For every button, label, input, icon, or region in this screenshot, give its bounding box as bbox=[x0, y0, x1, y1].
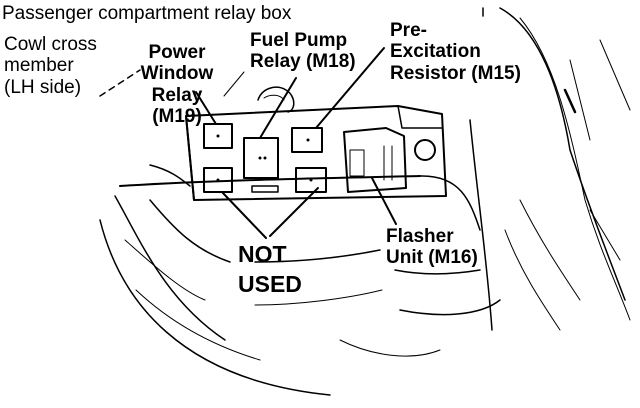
pre-excitation-resistor-socket bbox=[291, 127, 323, 153]
panel-contour-2 bbox=[149, 199, 231, 263]
trim-tick-4 bbox=[504, 229, 561, 331]
trim-tick-3 bbox=[519, 199, 581, 301]
panel-contour-4 bbox=[124, 239, 206, 301]
label-flasher-unit: Flasher Unit (M16) bbox=[386, 226, 478, 269]
label-cowl-cross-member: Cowl cross member (LH side) bbox=[4, 34, 97, 98]
flasher-unit-face bbox=[349, 149, 365, 177]
flasher-unit-module bbox=[343, 127, 407, 193]
label-pre-excitation-resistor: Pre- Excitation Resistor (M15) bbox=[390, 20, 521, 84]
panel-contour-10 bbox=[339, 339, 441, 357]
label-power-window-relay: Power Window Relay (M19) bbox=[140, 42, 214, 128]
leader-flasher bbox=[371, 177, 397, 225]
harness-loop bbox=[257, 86, 295, 113]
panel-contour-7 bbox=[254, 289, 383, 306]
trim-edge-inner bbox=[519, 17, 631, 321]
unused-socket-right bbox=[295, 167, 327, 193]
leader-fuel-pump bbox=[259, 77, 297, 139]
round-connector bbox=[414, 139, 436, 161]
trim-tab bbox=[563, 88, 577, 114]
power-window-relay-socket bbox=[203, 123, 233, 149]
label-fuel-pump-relay: Fuel Pump Relay (M18) bbox=[250, 30, 356, 73]
trim-tick-1 bbox=[599, 39, 631, 111]
socket-pin-marks bbox=[216, 134, 313, 182]
panel-contour-1 bbox=[114, 195, 226, 341]
unused-socket-left bbox=[203, 167, 233, 193]
leader-power-window bbox=[195, 91, 217, 125]
label-not-used: NOT USED bbox=[238, 241, 302, 297]
panel-contour-8 bbox=[394, 269, 481, 275]
trim-tick-5 bbox=[589, 209, 621, 261]
panel-contour-6 bbox=[254, 249, 381, 263]
leader-pre-excitation bbox=[315, 47, 385, 129]
panel-contour-12 bbox=[469, 119, 493, 331]
relay-box-top-step bbox=[397, 105, 443, 129]
diagram-title: Passenger compartment relay box bbox=[2, 3, 292, 24]
panel-outline-left bbox=[99, 219, 331, 396]
trim-edge-outer bbox=[499, 7, 626, 301]
panel-contour-5 bbox=[135, 289, 261, 361]
leader-tick bbox=[223, 71, 245, 97]
panel-contour-9 bbox=[399, 299, 501, 316]
small-slot bbox=[251, 185, 279, 193]
flasher-unit-marking bbox=[383, 145, 393, 181]
leader-not-used-right bbox=[269, 187, 319, 237]
panel-contour-11 bbox=[419, 175, 481, 231]
trim-tick-2 bbox=[569, 59, 591, 141]
panel-contour-3 bbox=[149, 164, 191, 187]
leader-not-used-left bbox=[221, 191, 267, 239]
leader-cowl bbox=[99, 69, 141, 97]
relay-box-left-edge bbox=[185, 115, 195, 201]
harness-strand bbox=[263, 94, 285, 101]
